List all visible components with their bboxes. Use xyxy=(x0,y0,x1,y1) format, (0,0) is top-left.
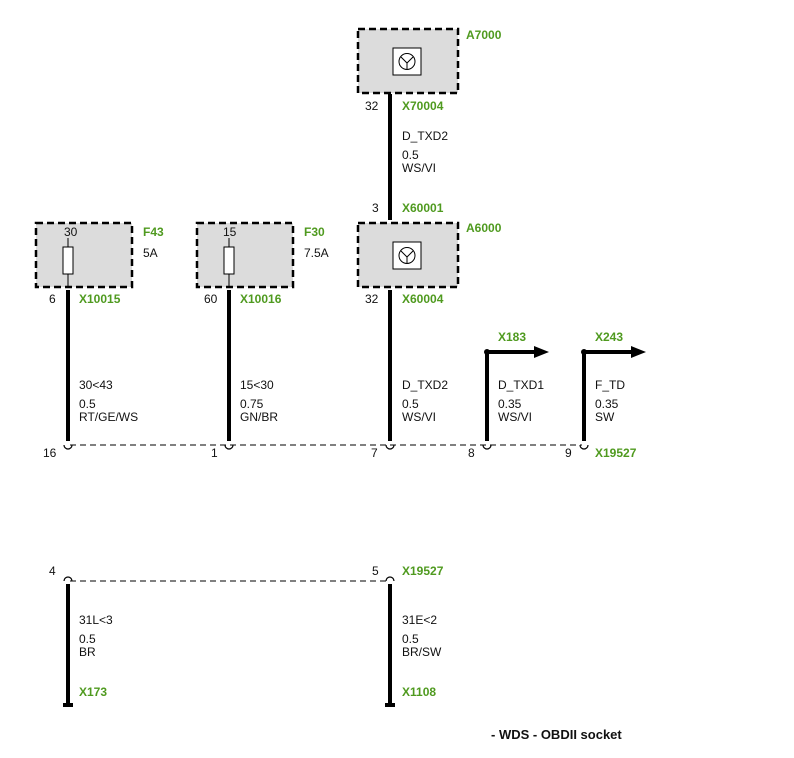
pin-f43-bottom: 6 xyxy=(49,292,56,306)
fuse-f30-label: F30 xyxy=(304,225,325,239)
pin-a6000-bottom: 32 xyxy=(365,292,379,306)
wire-x243-size: 0.35 xyxy=(595,397,619,411)
socket-pin: 16 xyxy=(43,446,57,460)
wire-x183-size: 0.35 xyxy=(498,397,522,411)
wire-a6000-color: WS/VI xyxy=(402,410,436,424)
wire-x243-color: SW xyxy=(595,410,615,424)
socket-connector-bottom: X19527 xyxy=(402,564,444,578)
wire-a7000-size: 0.5 xyxy=(402,148,419,162)
module-a7000-label: A7000 xyxy=(466,28,502,42)
connector-x60004: X60004 xyxy=(402,292,444,306)
socket-connector-top: X19527 xyxy=(595,446,637,460)
wire-f30-color: GN/BR xyxy=(240,410,278,424)
socket-pin: 7 xyxy=(371,446,378,460)
fuse-icon xyxy=(62,246,74,275)
wire-x1108-color: BR/SW xyxy=(402,645,442,659)
module-a6000-label: A6000 xyxy=(466,221,502,235)
ground-terminal-icon xyxy=(63,703,73,707)
arrow-x183-label: X183 xyxy=(498,330,526,344)
socket-pin: 5 xyxy=(372,564,379,578)
wire-x183-signal: D_TXD1 xyxy=(498,378,544,392)
pin-a7000: 32 xyxy=(365,99,379,113)
wire-x173-size: 0.5 xyxy=(79,632,96,646)
ground-x1108-label: X1108 xyxy=(402,685,436,699)
wire-f43-color: RT/GE/WS xyxy=(79,410,138,424)
arrow-right-icon xyxy=(534,346,549,358)
pin-f30-top: 15 xyxy=(223,225,237,239)
wire-f43-signal: 30<43 xyxy=(79,378,113,392)
ground-terminal-icon xyxy=(385,703,395,707)
socket-pin-contacts xyxy=(63,444,589,450)
socket-pin: 9 xyxy=(565,446,572,460)
socket-pin: 8 xyxy=(468,446,475,460)
pin-f43-top: 30 xyxy=(64,225,78,239)
ground-x173-label: X173 xyxy=(79,685,107,699)
connector-x10015: X10015 xyxy=(79,292,121,306)
pin-a6000-top: 3 xyxy=(372,201,379,215)
wire-x173-color: BR xyxy=(79,645,96,659)
wire-f43-size: 0.5 xyxy=(79,397,96,411)
socket-pin: 1 xyxy=(211,446,218,460)
wire-f30-signal: 15<30 xyxy=(240,378,274,392)
wire-f30-size: 0.75 xyxy=(240,397,264,411)
fuse-f30-rating: 7.5A xyxy=(304,246,329,260)
wire-a6000-signal: D_TXD2 xyxy=(402,378,448,392)
fuse-f43-label: F43 xyxy=(143,225,164,239)
diagram-title: - WDS - OBDII socket xyxy=(491,727,622,742)
wire-x173-signal: 31L<3 xyxy=(79,613,113,627)
fuse-f43-box[interactable] xyxy=(34,221,134,289)
fuse-f43-rating: 5A xyxy=(143,246,158,260)
pin-f30-bottom: 60 xyxy=(204,292,218,306)
arrow-x243-label: X243 xyxy=(595,330,623,344)
wire-x1108-size: 0.5 xyxy=(402,632,419,646)
connector-x10016: X10016 xyxy=(240,292,282,306)
wire-x1108-signal: 31E<2 xyxy=(402,613,437,627)
wire-a6000-size: 0.5 xyxy=(402,397,419,411)
connector-x60001: X60001 xyxy=(402,201,444,215)
fuse-icon xyxy=(223,246,235,275)
wire-a7000-signal: D_TXD2 xyxy=(402,129,448,143)
socket-pin: 4 xyxy=(49,564,56,578)
transceiver-icon xyxy=(392,241,422,270)
connector-x70004: X70004 xyxy=(402,99,444,113)
fuse-f30-box[interactable] xyxy=(195,221,295,289)
wire-x183-color: WS/VI xyxy=(498,410,532,424)
socket-pin-contacts xyxy=(63,576,395,582)
wire-x243-signal: F_TD xyxy=(595,378,625,392)
arrow-right-icon xyxy=(631,346,646,358)
wire-a7000-color: WS/VI xyxy=(402,161,436,175)
transceiver-icon xyxy=(392,47,422,76)
